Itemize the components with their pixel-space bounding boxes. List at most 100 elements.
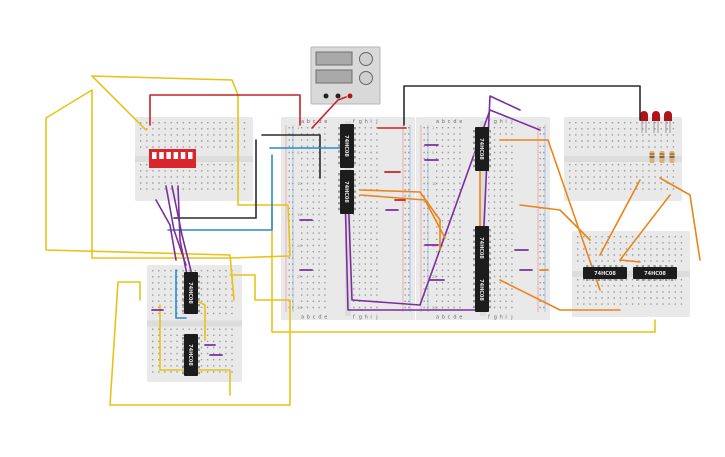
chip-pin xyxy=(473,294,475,297)
chip-pin xyxy=(182,292,184,295)
led-icon xyxy=(652,111,660,121)
breadboard-channel xyxy=(147,320,242,327)
chip-pin xyxy=(198,286,200,289)
chip-pin xyxy=(338,173,340,176)
row-number: 30 xyxy=(432,306,436,310)
column-letter: j xyxy=(510,119,512,125)
chip-74hc08-right-bottom: 74HC08 xyxy=(473,268,491,312)
switch-lever-icon xyxy=(159,152,164,159)
chip-pin xyxy=(198,298,200,301)
chip-label: 74HC08 xyxy=(644,271,666,277)
chip-pin xyxy=(198,342,200,346)
orange-wire xyxy=(659,177,701,261)
chip-pin xyxy=(354,196,356,199)
column-letter: a xyxy=(301,315,304,321)
row-number: 1 xyxy=(432,126,434,130)
black-wire xyxy=(403,85,641,126)
chip-pin xyxy=(473,276,475,280)
chip-label: 74HC08 xyxy=(343,181,349,203)
chip-pin xyxy=(473,258,475,261)
purple-wire xyxy=(171,185,193,276)
chip-pin xyxy=(182,298,184,301)
led-icon xyxy=(640,111,648,121)
chip-pin xyxy=(354,161,356,165)
chip-pin xyxy=(198,292,200,295)
chip-pin xyxy=(653,265,656,267)
chip-pin xyxy=(473,135,475,139)
chip-pin xyxy=(489,147,491,150)
yellow-wire xyxy=(45,75,291,301)
chip-body xyxy=(475,226,489,270)
chip-body xyxy=(475,127,489,171)
chip-pin xyxy=(591,279,595,281)
chip-pin xyxy=(489,229,491,232)
chip-74hc08-right-top: 74HC08 xyxy=(473,127,491,171)
column-letter: d xyxy=(453,119,456,125)
chip-pin xyxy=(354,173,356,176)
chip-pin xyxy=(665,265,668,267)
chip-label: 74HC08 xyxy=(343,135,349,157)
chip-pin xyxy=(354,207,356,211)
chip-pin xyxy=(620,279,624,281)
breadboards-layer: aabbccddeeffgghhiijj151015202530aabbccdd… xyxy=(135,117,690,382)
power-supply-display xyxy=(315,69,353,84)
column-letter: d xyxy=(453,315,456,321)
chip-pin xyxy=(198,360,200,363)
switch-lever-icon xyxy=(166,152,171,159)
chip-pin xyxy=(354,132,356,136)
column-letter: e xyxy=(459,315,462,321)
chip-pin xyxy=(473,263,475,267)
chip-pin xyxy=(473,246,475,249)
blue-wire xyxy=(167,154,273,231)
chip-pin xyxy=(354,184,356,187)
chip-74hc08-board-left: 74HC08 xyxy=(583,265,627,281)
chip-pin xyxy=(182,280,184,284)
chip-pin xyxy=(338,202,340,205)
chip-pin xyxy=(489,153,491,156)
led-1 xyxy=(640,111,648,133)
chip-pin xyxy=(659,265,662,267)
chip-label: 74HC08 xyxy=(187,282,193,304)
column-letter: i xyxy=(370,119,371,125)
chip-label: 74HC08 xyxy=(478,279,484,301)
yellow-wire xyxy=(271,204,656,333)
column-letter: e xyxy=(324,119,327,125)
chips-layer: 74HC08 74HC08 74HC08 74HC08 74HC08 74HC08 74HC… xyxy=(182,124,677,376)
black-wire xyxy=(173,139,257,219)
chip-pin xyxy=(354,127,356,130)
switch-lever-icon xyxy=(152,152,157,159)
chip-pin xyxy=(603,265,606,267)
chip-pin xyxy=(473,130,475,133)
column-letter: d xyxy=(318,119,321,125)
chip-pin xyxy=(473,252,475,255)
breadboard-small xyxy=(147,265,242,382)
chip-pin xyxy=(586,279,589,281)
chip-pin xyxy=(338,132,340,136)
chip-pin xyxy=(198,337,200,340)
orange-wire xyxy=(359,194,446,239)
chip-pin xyxy=(473,305,475,309)
chip-pin xyxy=(182,354,184,357)
column-letter: b xyxy=(442,315,445,321)
column-letter: g xyxy=(494,315,497,321)
chip-pin xyxy=(489,300,491,303)
chip-pin xyxy=(489,234,491,238)
chip-pin xyxy=(198,366,200,369)
column-letter: b xyxy=(307,119,310,125)
switch-lever-icon xyxy=(180,152,186,159)
chip-pin xyxy=(338,127,340,130)
chip-pin xyxy=(609,279,612,281)
breadboard-leds xyxy=(564,117,682,201)
power-supply-display xyxy=(315,51,353,66)
chip-pin xyxy=(489,282,491,285)
chip-pin xyxy=(473,229,475,232)
chip-pin xyxy=(489,263,491,267)
led-2 xyxy=(652,111,660,133)
orange-wire xyxy=(599,179,641,256)
row-number: 15 xyxy=(297,213,301,217)
black-wire xyxy=(261,134,321,179)
chip-pin xyxy=(182,304,184,307)
row-number: 25 xyxy=(297,275,301,279)
chip-pin xyxy=(354,150,356,153)
